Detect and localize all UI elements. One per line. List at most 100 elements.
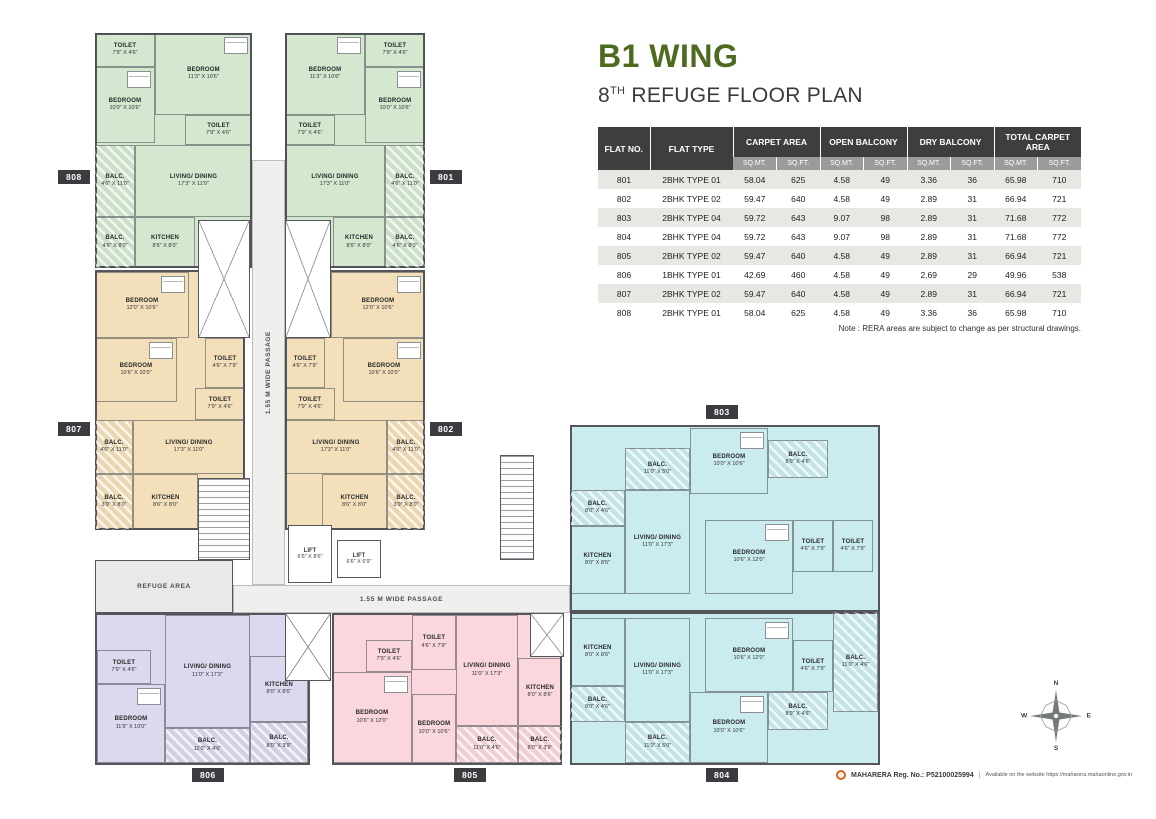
room-balc: BALC.4'6" X 8'0": [385, 217, 425, 268]
table-cell: 640: [791, 193, 806, 204]
room-label: BALC.11'0" X 5'0": [643, 461, 672, 476]
bed-icon: [161, 276, 185, 293]
subtitle-ordinal: TH: [609, 85, 626, 97]
table-cell: 31: [967, 231, 977, 242]
page-subtitle: 8TH REFUGE FLOOR PLAN: [598, 84, 863, 108]
room-label: BALC.8'0" X 4'6": [585, 696, 610, 711]
room-label: BALC.3'9" X 8'0": [101, 494, 127, 509]
flat-badge-806: 806: [192, 768, 224, 782]
passage-vertical: 1.55 M WIDE PASSAGE: [252, 160, 285, 585]
table-cell: 98: [880, 231, 890, 242]
bed-icon: [149, 342, 173, 359]
table-cell: 710: [1052, 307, 1067, 318]
table-cell: 2BHK TYPE 04: [662, 212, 721, 223]
table-cell: 721: [1052, 288, 1067, 299]
table-cell: 49: [880, 288, 890, 299]
table-cell: 643: [791, 231, 806, 242]
sub-sqmt: SQ.MT.: [906, 157, 951, 170]
compass-east-label: E: [1086, 712, 1091, 720]
table-cell: 59.47: [744, 288, 766, 299]
table-cell: 640: [791, 250, 806, 261]
bed-icon: [224, 37, 248, 54]
table-cell: 460: [791, 269, 806, 280]
table-cell: 625: [791, 307, 806, 318]
room-balc: BALC.4'6" X 11'0": [385, 145, 425, 217]
compass-south-label: S: [1053, 745, 1059, 752]
table-cell: 4.58: [833, 269, 851, 280]
table-cell: 807: [616, 288, 632, 299]
subtitle-number: 8: [598, 84, 610, 107]
bed-icon: [740, 696, 764, 713]
table-cell: 1BHK TYPE 01: [662, 269, 721, 280]
room-label: BALC.4'6" X 8'0": [102, 235, 128, 249]
room-label: BALC.8'0" X 3'9": [266, 735, 292, 749]
table-cell: 2.69: [920, 269, 938, 280]
table-cell: 4.58: [833, 250, 851, 261]
table-cell: 36: [967, 307, 977, 318]
col-carpet-area: CARPET AREA: [732, 127, 820, 157]
room-label: BALC.3'9" X 8'0": [393, 494, 419, 509]
footer-divider: |: [978, 771, 981, 779]
table-cell: 49.96: [1005, 269, 1027, 280]
table-cell: 640: [791, 288, 806, 299]
rera-note: Note : RERA areas are subject to change …: [838, 324, 1081, 333]
room-label: BALC.8'0" X 4'6": [585, 500, 610, 515]
staircase: [500, 455, 534, 560]
table-cell: 804: [616, 231, 632, 242]
compass-west-label: W: [1021, 712, 1028, 720]
table-cell: 2BHK TYPE 02: [662, 250, 721, 261]
table-cell: 31: [967, 193, 977, 204]
bed-icon: [765, 622, 789, 639]
bed-icon: [337, 37, 361, 54]
room-balc: BALC.8'0" X 3'9": [518, 726, 562, 763]
table-cell: 49: [880, 193, 890, 204]
table-cell: 49: [880, 250, 890, 261]
table-cell: 49: [880, 174, 890, 185]
table-cell: 4.58: [833, 174, 851, 185]
table-cell: 31: [967, 250, 977, 261]
maharera-logo-icon: [836, 770, 846, 780]
flat-area-table: FLAT NO. FLAT TYPE CARPET AREA OPEN BALC…: [598, 127, 1081, 322]
sub-sqft: SQ.FT.: [776, 157, 820, 170]
room-balc: BALC.3'9" X 8'0": [387, 474, 425, 530]
flat-badge-803: 803: [706, 405, 738, 419]
maharera-website: Available on the website https://maharer…: [985, 772, 1133, 778]
room-label: BALC.11'0" X 4'6": [473, 737, 501, 751]
